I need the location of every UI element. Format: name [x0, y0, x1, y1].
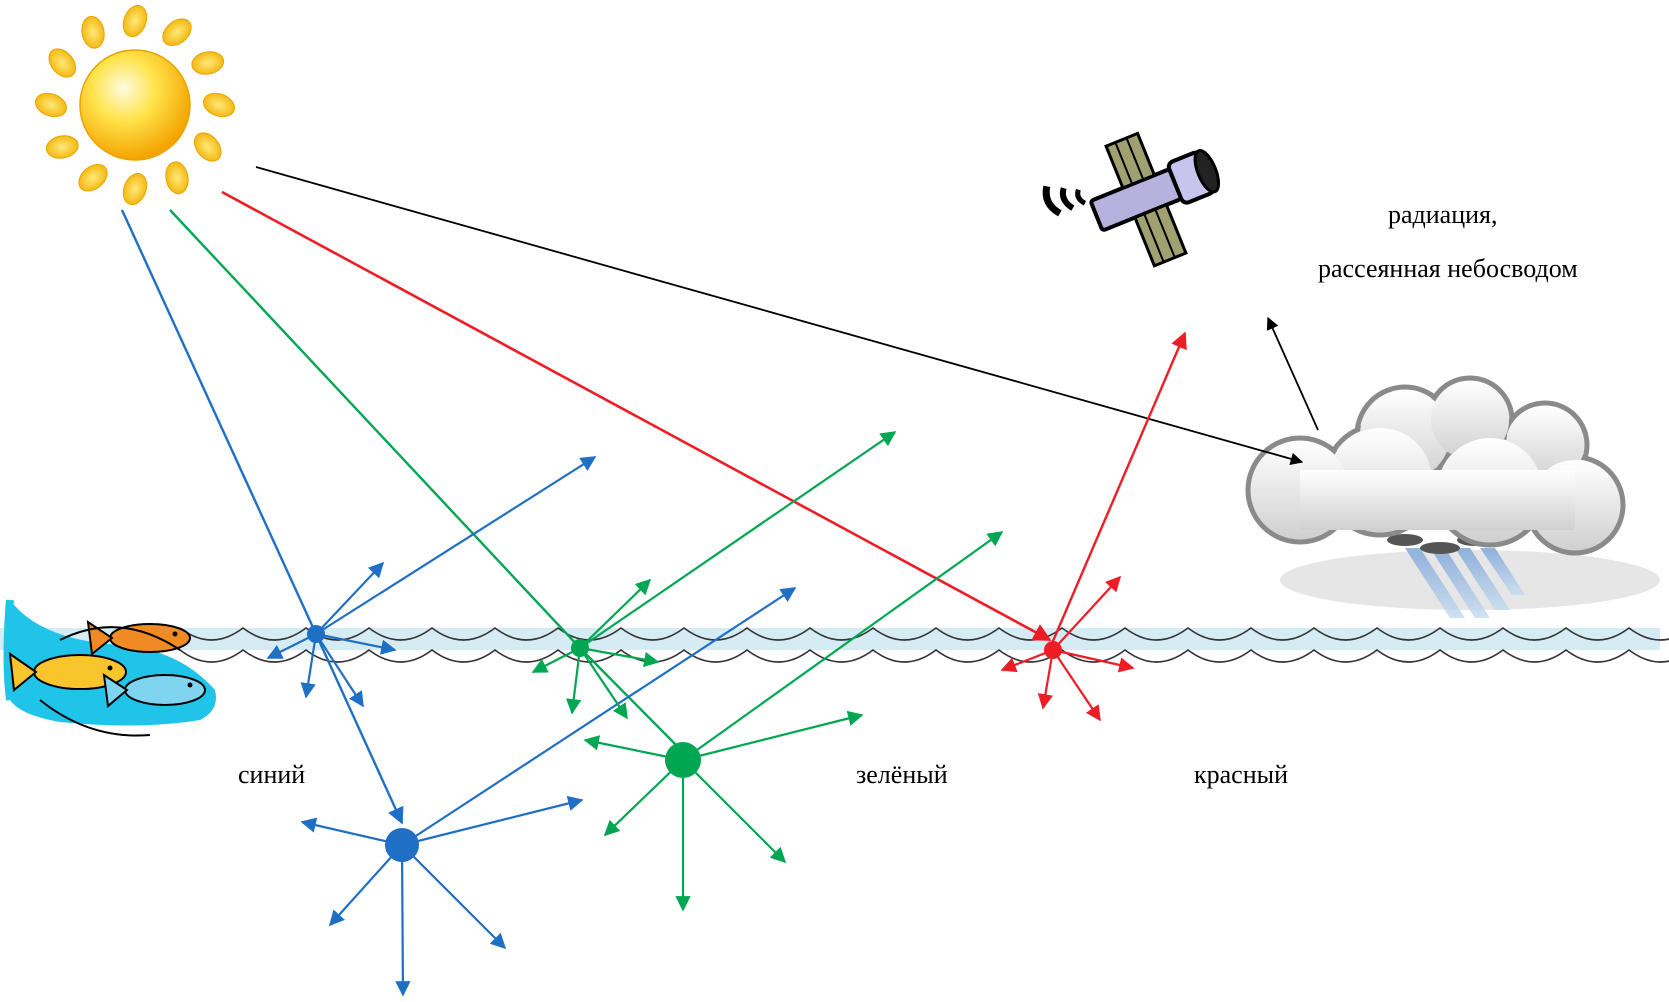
sun-ray — [203, 92, 235, 118]
scatter-arrow — [1052, 649, 1101, 722]
label-green: зелёный — [856, 760, 948, 789]
scatter-arrow — [1000, 648, 1054, 673]
sun-ray — [122, 173, 148, 205]
sun-ray — [48, 48, 77, 78]
ray-group — [120, 166, 1319, 997]
green-refracted-ray — [579, 647, 684, 753]
sun-ray — [78, 163, 108, 192]
blue-surface-scatter-node — [307, 625, 325, 643]
scatter-arrow — [300, 633, 318, 699]
scatter-arrow — [579, 646, 660, 668]
scatter-arrow — [682, 759, 787, 864]
sun-ray — [122, 5, 148, 37]
label-radiation-line1: радиация, — [1388, 200, 1498, 229]
green-surface-scatter-node — [571, 639, 589, 657]
red-surface-scatter-node — [1044, 641, 1062, 659]
sun-ray — [165, 161, 189, 195]
scatter-arrow — [682, 531, 1004, 761]
red-upwelling-ray — [1048, 331, 1187, 649]
sun-ray — [193, 132, 222, 162]
red-incident-ray — [221, 190, 1052, 642]
scatter-arrow — [682, 710, 864, 762]
sun-ray — [45, 135, 79, 159]
scatter-arrow — [401, 844, 507, 950]
sun-ray — [81, 15, 105, 49]
water-surface — [0, 626, 1669, 663]
blue-depth-scatter-node — [385, 828, 419, 862]
scatter-node-group — [307, 625, 1062, 862]
label-radiation-line2: рассеянная небосводом — [1318, 254, 1578, 283]
cloud-rain-icon — [1245, 375, 1660, 618]
blue-refracted-ray — [314, 633, 404, 825]
scatter-arrow — [395, 844, 411, 997]
sun-ray — [162, 18, 192, 47]
direct-ray-to-cloud — [255, 166, 1304, 465]
sun-ray — [35, 92, 67, 118]
scatter-arrow — [1052, 648, 1135, 673]
scatter-arrow — [1052, 575, 1122, 651]
scatter-arrow — [315, 633, 364, 708]
blue-incident-ray — [120, 209, 318, 635]
scatter-arrow — [603, 759, 684, 837]
scatter-arrow — [566, 647, 582, 715]
scatter-arrow — [300, 817, 403, 847]
scatter-arrow — [315, 456, 597, 635]
cloud-to-satellite-ray — [1266, 316, 1319, 431]
scatter-arrow — [328, 844, 403, 927]
scatter-arrow — [315, 561, 385, 635]
scatter-arrow — [315, 632, 397, 655]
sun-ray — [191, 51, 225, 75]
scatter-arrow — [579, 647, 628, 720]
scatter-arrow — [579, 431, 897, 649]
label-red: красный — [1194, 760, 1289, 789]
scatter-arrow — [401, 587, 797, 846]
scatter-arrow — [1037, 649, 1055, 710]
green-depth-scatter-node — [665, 742, 701, 778]
green-incident-ray — [169, 209, 581, 649]
sun-icon — [35, 5, 235, 205]
fish-icon — [3, 599, 216, 737]
satellite-icon — [1042, 131, 1221, 268]
label-blue: синий — [238, 760, 306, 789]
scatter-arrow — [579, 578, 652, 649]
scatter-arrow — [401, 795, 584, 847]
